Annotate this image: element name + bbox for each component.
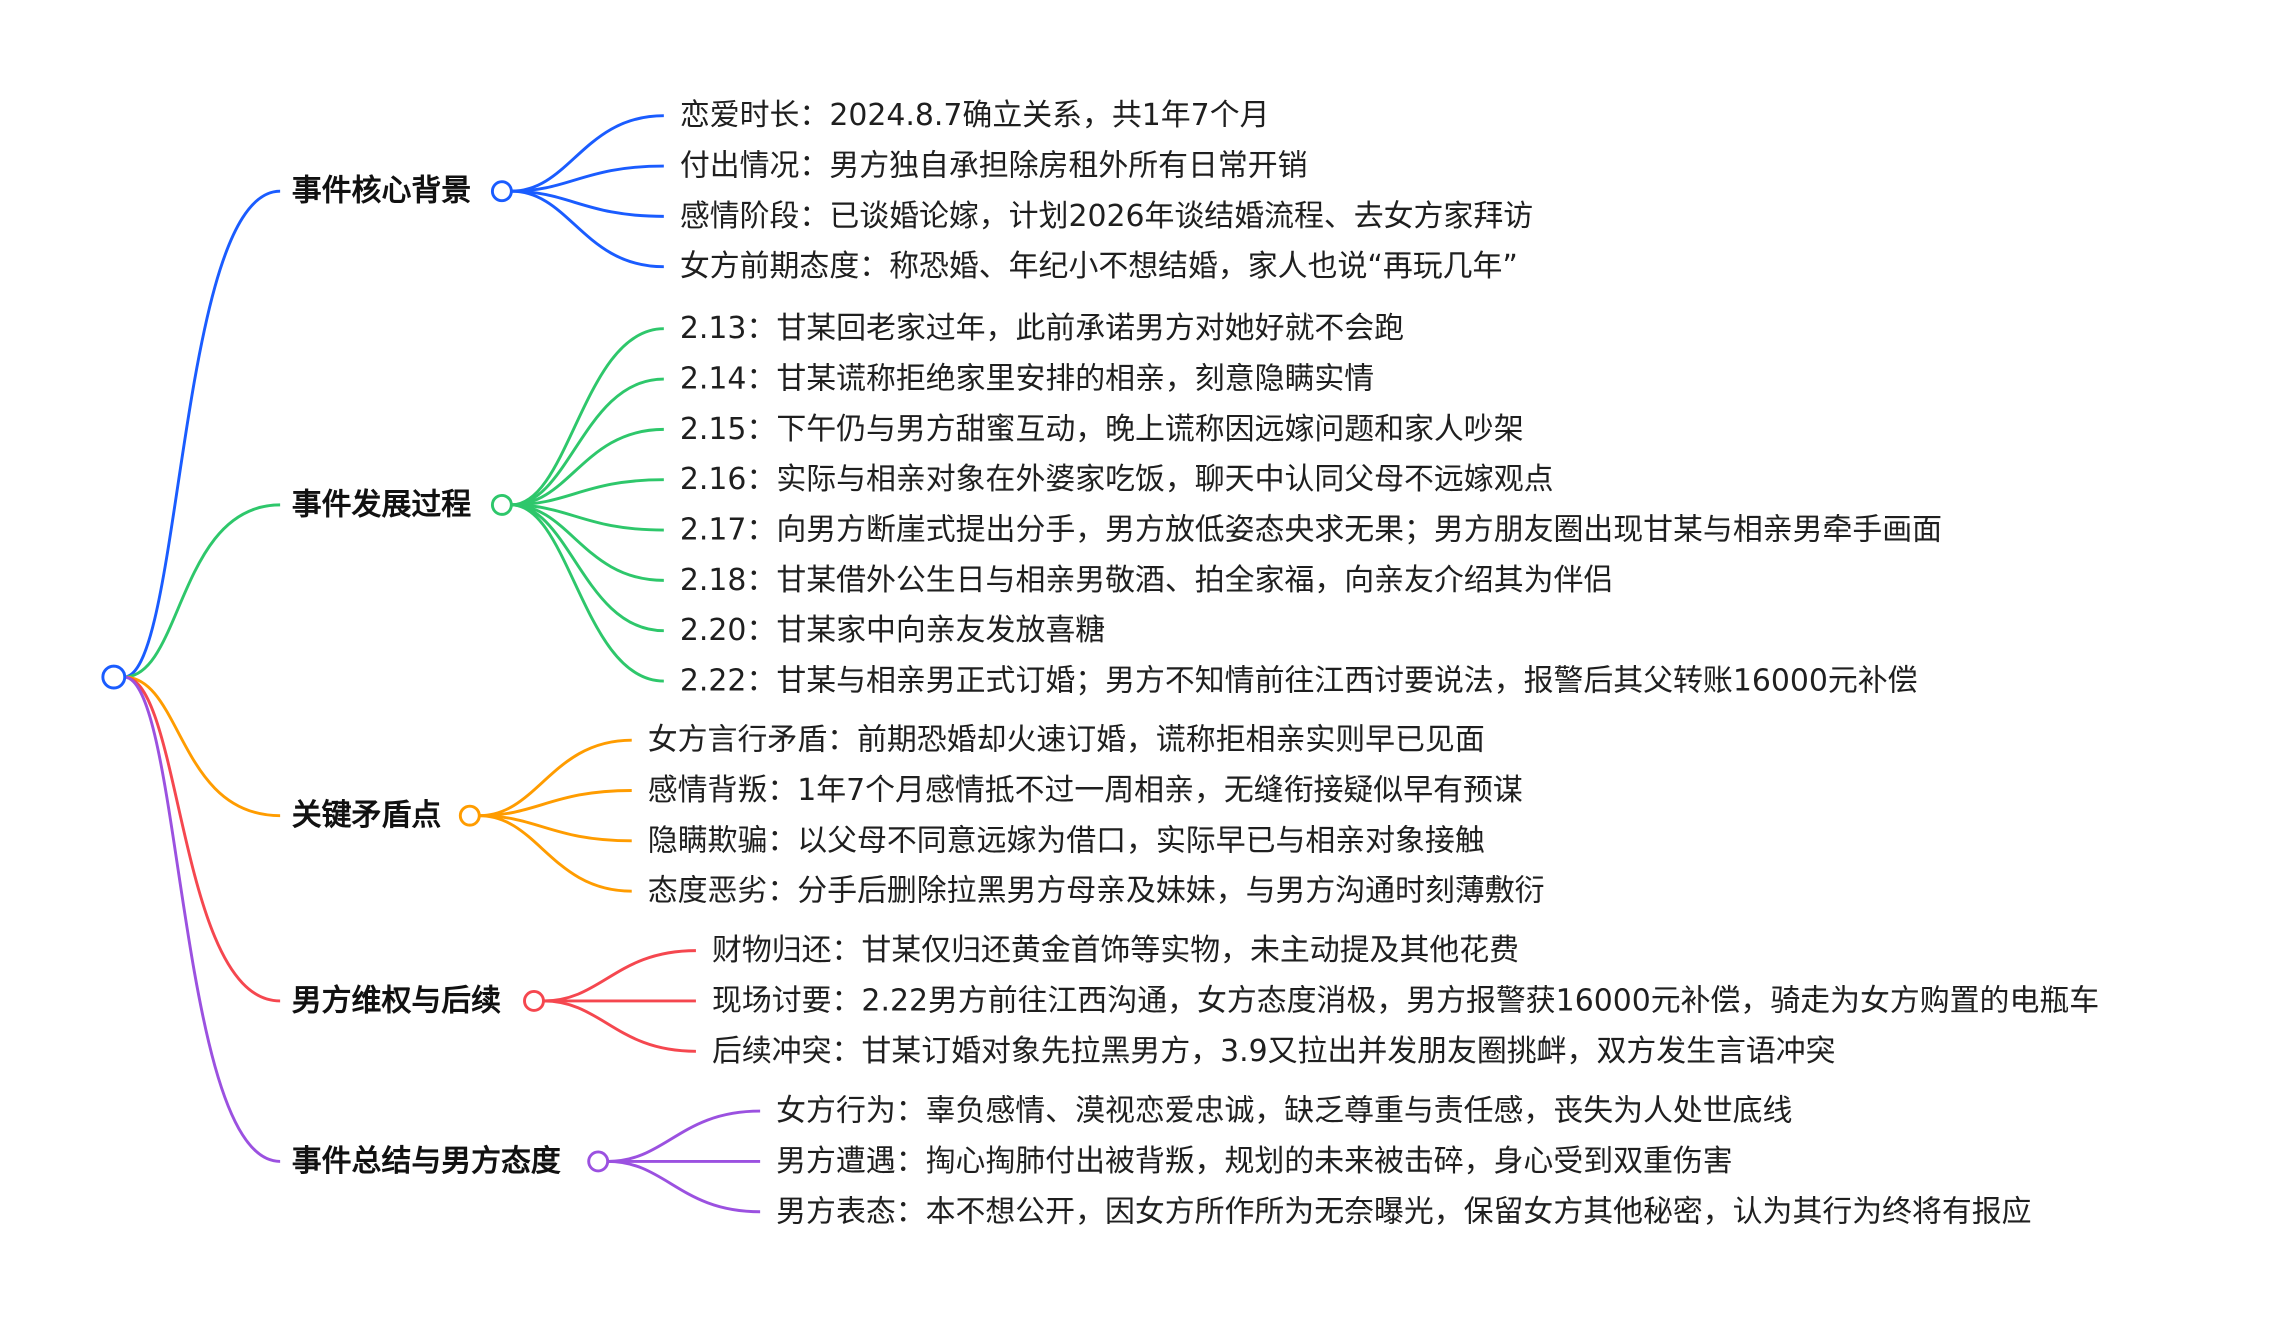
leaf-connector <box>511 478 664 507</box>
leaf-node[interactable]: 2.16：实际与相亲对象在外婆家吃饭，聊天中认同父母不远嫁观点 <box>680 462 1554 497</box>
leaf-node[interactable]: 2.18：甘某借外公生日与相亲男敬酒、拍全家福，向亲友介绍其为伴侣 <box>680 563 1613 598</box>
leaf-node[interactable]: 2.15：下午仍与男方甜蜜互动，晚上谎称因远嫁问题和家人吵架 <box>680 412 1524 447</box>
leaf-node[interactable]: 2.20：甘某家中向亲友发放喜糖 <box>680 613 1105 648</box>
branch-collapse-toggle[interactable] <box>490 180 513 203</box>
leaf-connector <box>543 949 696 1003</box>
leaf-node[interactable]: 恋爱时长：2024.8.7确立关系，共1年7个月 <box>680 98 1270 133</box>
leaf-connector <box>479 814 632 893</box>
leaf-connector <box>511 327 664 507</box>
leaf-connector <box>543 999 696 1053</box>
branch-collapse-toggle[interactable] <box>490 493 513 516</box>
branch-label[interactable]: 事件发展过程 <box>292 487 471 522</box>
leaf-connector <box>479 789 632 818</box>
leaf-connector <box>479 738 632 818</box>
leaf-connector <box>479 814 632 843</box>
connector-lines <box>123 114 761 1214</box>
leaf-node[interactable]: 态度恶劣：分手后删除拉黑男方母亲及妹妹，与男方沟通时刻薄敷衍 <box>648 874 1545 909</box>
branch-connector <box>123 675 281 1163</box>
leaf-node[interactable]: 男方表态：本不想公开，因女方所作所为无奈曝光，保留女方其他秘密，认为其行为终将有… <box>776 1194 2031 1229</box>
branch-collapse-toggle[interactable] <box>587 1150 610 1173</box>
branch-collapse-toggle[interactable] <box>523 989 545 1012</box>
leaf-connector <box>511 503 664 683</box>
branch-label[interactable]: 事件总结与男方态度 <box>292 1144 561 1179</box>
leaf-node[interactable]: 女方行为：辜负感情、漠视恋爱忠诚，缺乏尊重与责任感，丧失为人处世底线 <box>776 1094 1792 1129</box>
leaf-node[interactable]: 女方言行矛盾：前期恐婚却火速订婚，谎称拒相亲实则早已见面 <box>648 723 1485 758</box>
branch-connector <box>123 503 281 679</box>
leaf-connector <box>511 503 664 633</box>
leaf-node[interactable]: 女方前期态度：称恐婚、年纪小不想结婚，家人也说“再玩几年” <box>680 249 1518 284</box>
leaf-connector <box>511 164 664 193</box>
branch-collapse-toggle[interactable] <box>458 804 481 827</box>
root-node[interactable] <box>101 664 127 690</box>
branch-label[interactable]: 关键矛盾点 <box>292 798 442 833</box>
leaf-connector <box>511 114 664 193</box>
leaf-node[interactable]: 2.22：甘某与相亲男正式订婚；男方不知情前往江西讨要说法，报警后其父转账160… <box>680 664 1918 699</box>
nodes: 事件核心背景 恋爱时长：2024.8.7确立关系，共1年7个月付出情况：男方独自承… <box>292 98 2099 1229</box>
branch-connector <box>123 675 281 1003</box>
branch-connector <box>123 189 281 679</box>
leaf-connector <box>511 503 664 532</box>
leaf-node[interactable]: 感情阶段：已谈婚论嫁，计划2026年谈结婚流程、去女方家拜访 <box>680 199 1533 234</box>
leaf-connector <box>607 1159 761 1214</box>
leaf-node[interactable]: 现场讨要：2.22男方前往江西沟通，女方态度消极，男方报警获16000元补偿，骑… <box>712 983 2099 1018</box>
leaf-connector <box>607 1109 761 1163</box>
branch-connector <box>123 675 281 818</box>
leaf-node[interactable]: 隐瞒欺骗：以父母不同意远嫁为借口，实际早已与相亲对象接触 <box>648 823 1485 858</box>
leaf-connector <box>511 189 664 269</box>
branch-label[interactable]: 事件核心背景 <box>292 174 471 209</box>
leaf-node[interactable]: 2.14：甘某谎称拒绝家里安排的相亲，刻意隐瞒实情 <box>680 362 1374 397</box>
leaf-node[interactable]: 2.13：甘某回老家过年，此前承诺男方对她好就不会跑 <box>680 311 1404 346</box>
leaf-connector <box>511 427 664 507</box>
leaf-node[interactable]: 感情背叛：1年7个月感情抵不过一周相亲，无缝衔接疑似早有预谋 <box>648 773 1523 808</box>
leaf-connector <box>511 503 664 582</box>
leaf-node[interactable]: 2.17：向男方断崖式提出分手，男方放低姿态央求无果；男方朋友圈出现甘某与相亲男… <box>680 513 1942 548</box>
branch-label[interactable]: 男方维权与后续 <box>292 983 501 1018</box>
leaf-node[interactable]: 财物归还：甘某仅归还黄金首饰等实物，未主动提及其他花费 <box>712 933 1519 968</box>
leaf-connector <box>511 189 664 218</box>
leaf-node[interactable]: 男方遭遇：掏心掏肺付出被背叛，规划的未来被击碎，身心受到双重伤害 <box>776 1144 1732 1179</box>
leaf-connector <box>511 377 664 507</box>
leaf-node[interactable]: 后续冲突：甘某订婚对象先拉黑男方，3.9又拉出并发朋友圈挑衅，双方发生言语冲突 <box>712 1034 1836 1069</box>
leaf-node[interactable]: 付出情况：男方独自承担除房租外所有日常开销 <box>680 149 1308 184</box>
